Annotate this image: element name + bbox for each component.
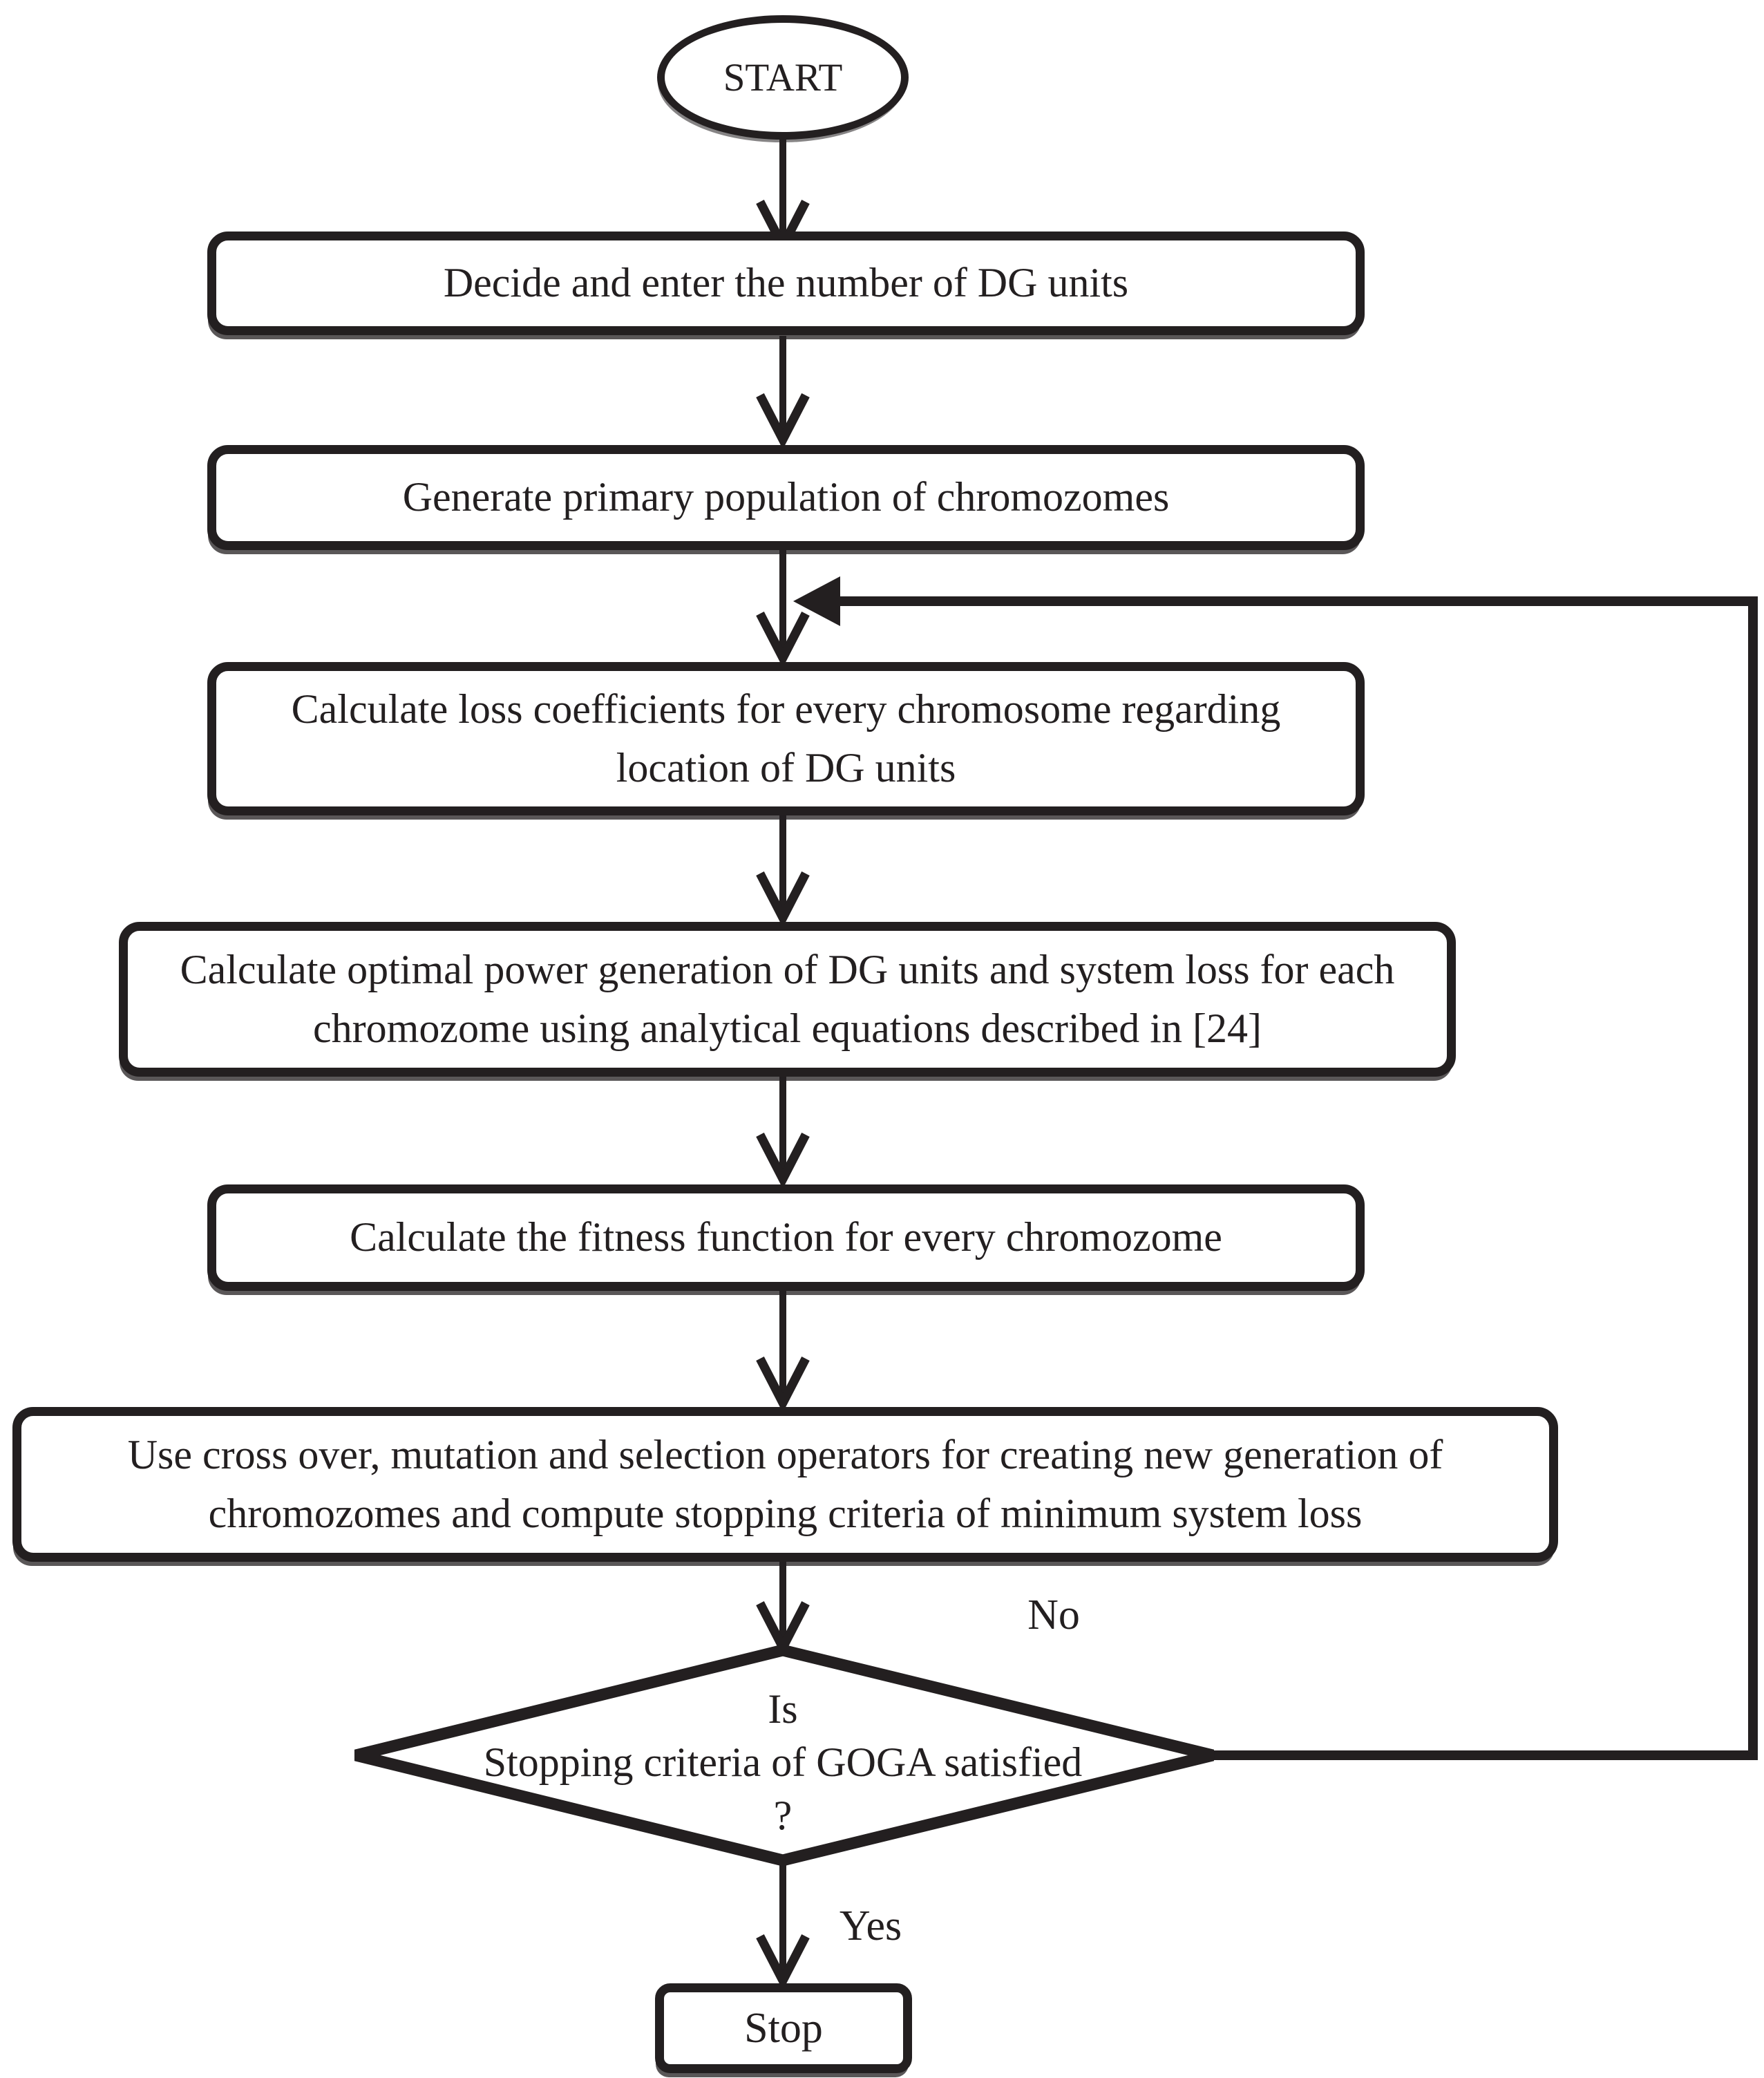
process-step-2: Generate primary population of chromozom… [207, 445, 1365, 550]
process-step-4: Calculate optimal power generation of DG… [119, 922, 1456, 1077]
edge-no-feedback-loop [793, 576, 1758, 1760]
edge-step5-to-step6 [756, 1291, 810, 1413]
process-step-2-label: Generate primary population of chromozom… [402, 474, 1170, 520]
start-terminator: START [657, 15, 909, 140]
yes-branch-label: Yes [839, 1902, 902, 1949]
no-branch-label: No [1027, 1591, 1080, 1638]
decision-line-2: Stopping criteria of GOGA satisfied [483, 1739, 1083, 1785]
arrowhead-down-icon [756, 393, 810, 450]
arrowhead-down-icon [756, 1133, 810, 1189]
start-label: START [723, 55, 843, 100]
edge-start-to-step1 [756, 138, 810, 256]
decision-diamond: Is Stopping criteria of GOGA satisfied ? [334, 1675, 1232, 1849]
decision-line-1: Is [768, 1685, 798, 1732]
edge-step3-to-step4 [756, 815, 810, 928]
decision-diamond-shape [354, 1644, 1215, 1867]
stop-label: Stop [744, 2004, 823, 2052]
process-step-5: Calculate the fitness function for every… [207, 1184, 1365, 1291]
stop-terminator: Stop [655, 1983, 912, 2073]
edge-step4-to-step5 [756, 1077, 810, 1189]
arrowhead-down-icon [756, 612, 810, 668]
edge-step2-to-step3 [756, 550, 810, 668]
edge-decision-to-stop [756, 1860, 810, 1991]
decision-line-3: ? [773, 1792, 793, 1838]
arrowhead-down-icon [756, 1934, 810, 1991]
process-step-1-label: Decide and enter the number of DG units [443, 260, 1129, 306]
arrowhead-left-icon [793, 576, 840, 626]
process-step-1: Decide and enter the number of DG units [207, 232, 1365, 335]
edge-step1-to-step2 [756, 336, 810, 450]
process-step-6: Use cross over, mutation and selection o… [12, 1407, 1558, 1562]
process-step-4-label: Calculate optimal power generation of DG… [180, 946, 1395, 1051]
process-step-6-label: Use cross over, mutation and selection o… [127, 1431, 1443, 1536]
arrowhead-down-icon [756, 1357, 810, 1413]
process-step-5-label: Calculate the fitness function for every… [350, 1214, 1222, 1260]
process-step-3: Calculate loss coefficients for every ch… [207, 662, 1365, 815]
process-step-3-label: Calculate loss coefficients for every ch… [291, 686, 1281, 791]
edge-step6-to-decision [756, 1562, 810, 1658]
arrowhead-down-icon [756, 871, 810, 928]
